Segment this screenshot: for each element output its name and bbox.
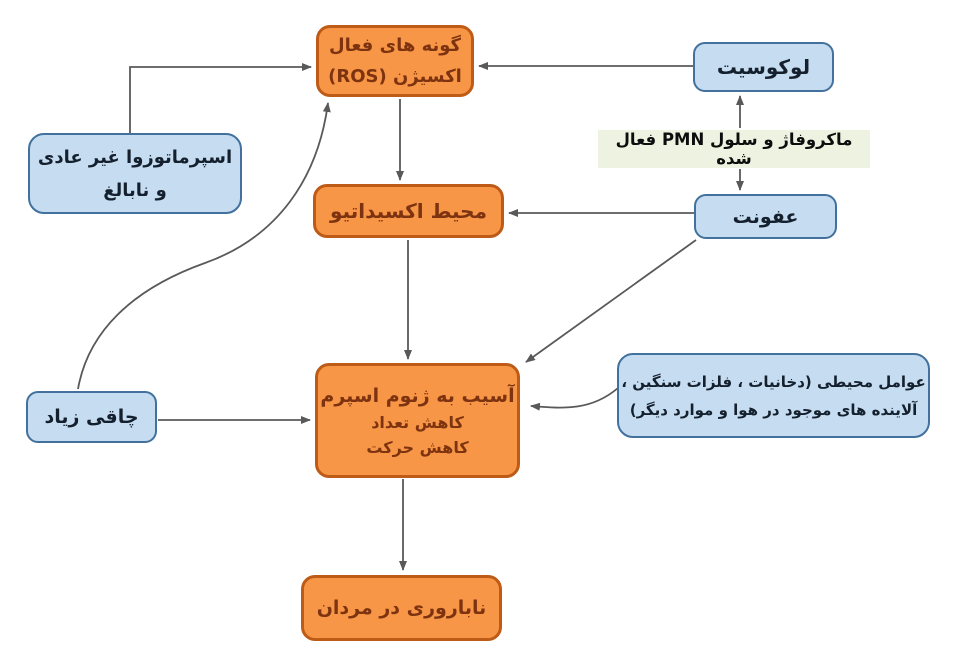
arrow-env-factors-to-damage <box>530 387 619 411</box>
node-infection: عفونت <box>694 194 837 239</box>
arrow-obesity-to-ros-curve <box>77 102 331 390</box>
node-ros-line-1: گونه های فعال <box>328 35 462 56</box>
node-obesity-label: چاقی زیاد <box>44 406 139 428</box>
node-abnormal-sperm-line-2: و نابالغ <box>103 179 167 201</box>
node-environmental-factors: عوامل محیطی (دخانیات ، فلزات سنگین ، آلا… <box>617 353 930 438</box>
node-macrophage-pmn-label: ماکروفاژ و سلول PMN فعال شده <box>598 130 870 168</box>
node-damage-line-2: کاهش تعداد <box>371 412 464 432</box>
node-damage-line-3: کاهش حرکت <box>366 437 469 457</box>
node-oxidative-environment: محیط اکسیداتیو <box>313 184 504 238</box>
node-abnormal-spermatozoa: اسپرماتوزوا غیر عادی و نابالغ <box>28 133 242 214</box>
node-macrophage-label: ماکروفاژ و سلول PMN فعال شده <box>615 130 853 168</box>
node-env-factors-line-2: آلاینده های موجود در هوا و موارد دیگر) <box>629 400 918 419</box>
node-ros-line-2: اکسیژن (ROS) <box>328 66 462 87</box>
node-obesity: چاقی زیاد <box>26 391 157 443</box>
node-leukocyte: لوکوسیت <box>693 42 834 92</box>
node-infertility-label: ناباروری در مردان <box>316 597 487 619</box>
node-infection-label: عفونت <box>732 205 799 228</box>
node-env-factors-line-1: عوامل محیطی (دخانیات ، فلزات سنگین ، <box>621 372 926 391</box>
node-oxidative-label: محیط اکسیداتیو <box>330 199 487 223</box>
arrow-infection-to-damage <box>525 239 697 363</box>
node-damage-line-1: آسیب به ژنوم اسپرم <box>320 384 515 407</box>
node-leukocyte-label: لوکوسیت <box>716 55 811 79</box>
arrow-abnormal-sperm-to-ros <box>129 63 312 133</box>
node-male-infertility: ناباروری در مردان <box>301 575 502 641</box>
node-abnormal-sperm-line-1: اسپرماتوزوا غیر عادی <box>37 146 233 168</box>
node-ros: گونه های فعال اکسیژن (ROS) <box>316 25 474 97</box>
node-sperm-genome-damage: آسیب به ژنوم اسپرم کاهش تعداد کاهش حرکت <box>315 363 520 478</box>
